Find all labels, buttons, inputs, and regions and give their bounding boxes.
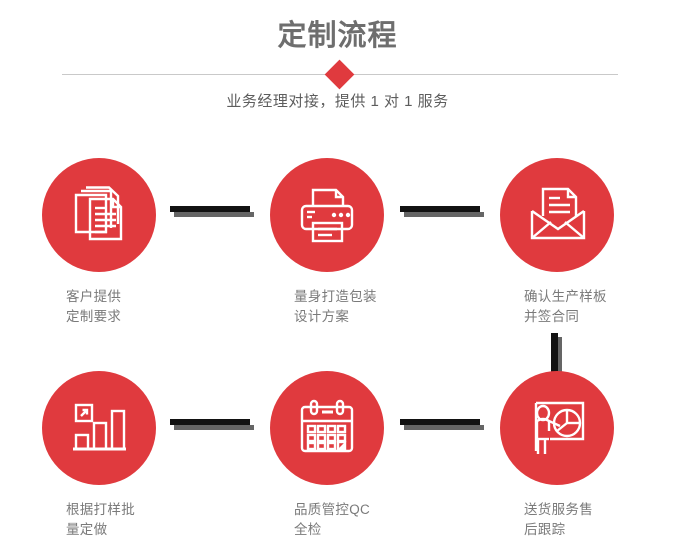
flow-step-4-label: 根据打样批 量定做 xyxy=(66,500,197,540)
connector-shadow xyxy=(404,212,484,217)
connector-shadow xyxy=(404,425,484,430)
connector-shadow xyxy=(174,425,254,430)
flow-step-6-label-line1: 送货服务售 xyxy=(524,502,593,517)
flow-step-3-label: 确认生产样板 并签合同 xyxy=(524,287,655,327)
flow-step-6-label-line2: 后跟踪 xyxy=(524,522,566,537)
documents-stack-icon xyxy=(68,184,130,246)
flow-step-3-label-line2: 并签合同 xyxy=(524,309,580,324)
flow-step-3-circle[interactable] xyxy=(500,158,614,272)
flow-step-6-circle[interactable] xyxy=(500,371,614,485)
flow-step-3[interactable]: 确认生产样板 并签合同 xyxy=(500,158,655,327)
flow-step-1-circle[interactable] xyxy=(42,158,156,272)
printer-icon xyxy=(296,184,358,246)
page-title: 定制流程 xyxy=(277,20,398,52)
connector-bar xyxy=(400,206,480,212)
flow-step-6-label: 送货服务售 后跟踪 xyxy=(524,500,655,540)
flow-step-6[interactable]: 送货服务售 后跟踪 xyxy=(500,371,655,540)
flow-step-4-label-line1: 根据打样批 xyxy=(66,502,135,517)
flow-step-1-label-line2: 定制要求 xyxy=(66,309,122,324)
flow-step-5-label-line2: 全检 xyxy=(294,522,322,537)
flow-step-2-label-line2: 设计方案 xyxy=(294,309,350,324)
flow-step-3-label-line1: 确认生产样板 xyxy=(524,289,607,304)
connector-step3-step6 xyxy=(551,333,562,377)
connector-bar xyxy=(400,419,480,425)
bar-chart-growth-icon xyxy=(68,397,130,459)
flow-step-5-circle[interactable] xyxy=(270,371,384,485)
connector-step1-step2 xyxy=(170,206,254,217)
flow-step-1-label-line1: 客户提供 xyxy=(66,289,122,304)
connector-bar xyxy=(170,419,250,425)
connector-bar xyxy=(551,333,558,373)
title-divider xyxy=(0,59,675,90)
flow-step-2-label: 量身打造包装 设计方案 xyxy=(294,287,425,327)
connector-step5-step6 xyxy=(400,419,484,430)
connector-bar xyxy=(170,206,250,212)
flow-step-5[interactable]: 品质管控QC 全检 xyxy=(270,371,425,540)
connector-shadow xyxy=(174,212,254,217)
flow-step-2-label-line1: 量身打造包装 xyxy=(294,289,377,304)
connector-shadow xyxy=(558,337,562,377)
connector-step2-step3 xyxy=(400,206,484,217)
flow-step-5-label-line1: 品质管控QC xyxy=(294,502,371,517)
flow-step-1[interactable]: 客户提供 定制要求 xyxy=(42,158,197,327)
flow-step-2[interactable]: 量身打造包装 设计方案 xyxy=(270,158,425,327)
presentation-pie-chart-icon xyxy=(526,397,588,459)
page-subtitle: 业务经理对接，提供 1 对 1 服务 xyxy=(226,93,449,110)
flow-step-4-label-line2: 量定做 xyxy=(66,522,108,537)
flow-step-4-circle[interactable] xyxy=(42,371,156,485)
calendar-icon xyxy=(296,397,358,459)
page-header: 定制流程 业务经理对接，提供 1 对 1 服务 xyxy=(0,0,675,125)
connector-step4-step5 xyxy=(170,419,254,430)
flow-step-1-label: 客户提供 定制要求 xyxy=(66,287,197,327)
flow-step-5-label: 品质管控QC 全检 xyxy=(294,500,425,540)
envelope-document-icon xyxy=(526,184,588,246)
flow-step-2-circle[interactable] xyxy=(270,158,384,272)
flow-step-4[interactable]: 根据打样批 量定做 xyxy=(42,371,197,540)
